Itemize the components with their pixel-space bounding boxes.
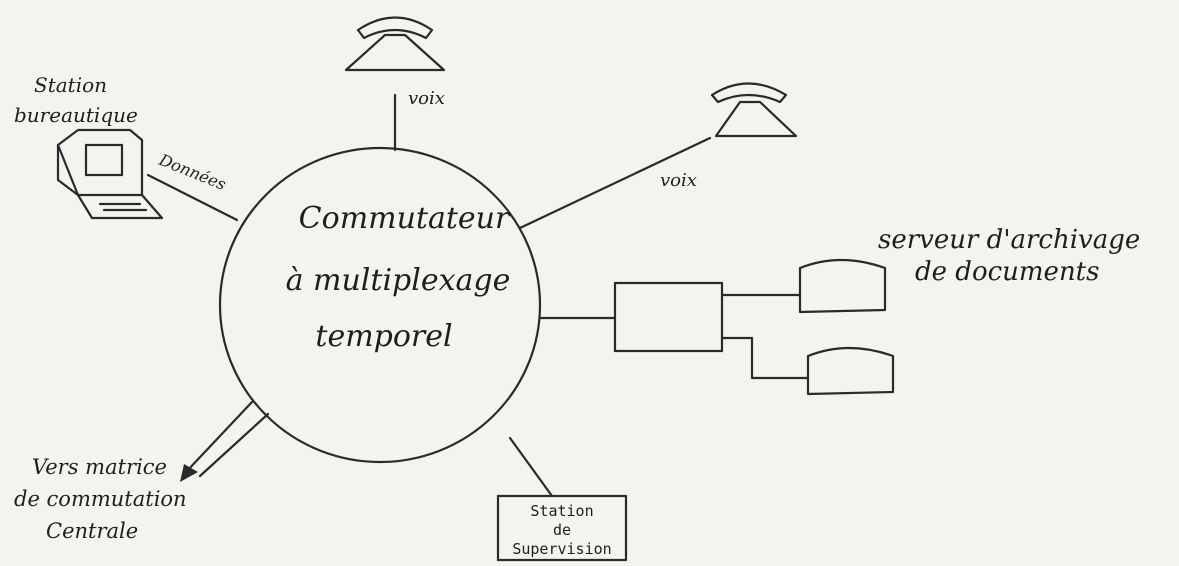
server-label-2: de documents <box>915 257 1099 287</box>
matrix-label-3: Centrale <box>46 519 138 543</box>
matrix-label-2: de commutation <box>14 487 187 511</box>
server-controller-box <box>615 283 722 351</box>
station-label-1: Station <box>34 73 107 97</box>
matrix-label-1: Vers matrice <box>32 455 167 479</box>
arrow-icon <box>180 464 198 482</box>
disk-storage-icon <box>800 260 885 312</box>
telephone-icon <box>712 84 796 137</box>
station-label-2: bureautique <box>14 103 138 127</box>
supervision-label-1: Station <box>530 502 593 520</box>
disk-storage-icon <box>808 348 893 394</box>
computer-terminal-icon <box>58 130 162 218</box>
supervision-label-2: de <box>553 521 571 539</box>
supervision-link-line <box>510 438 552 496</box>
voice-label-top: voix <box>408 88 445 109</box>
server-label-1: serveur d'archivage <box>878 225 1140 255</box>
data-link-label: Données <box>156 150 229 194</box>
center-line-1: Commutateur <box>299 201 511 236</box>
supervision-label-3: Supervision <box>512 540 611 558</box>
voice-label-right: voix <box>660 170 697 191</box>
center-line-3: temporel <box>315 319 452 354</box>
telephone-icon <box>346 18 444 71</box>
center-line-2: à multiplexage <box>286 263 511 298</box>
